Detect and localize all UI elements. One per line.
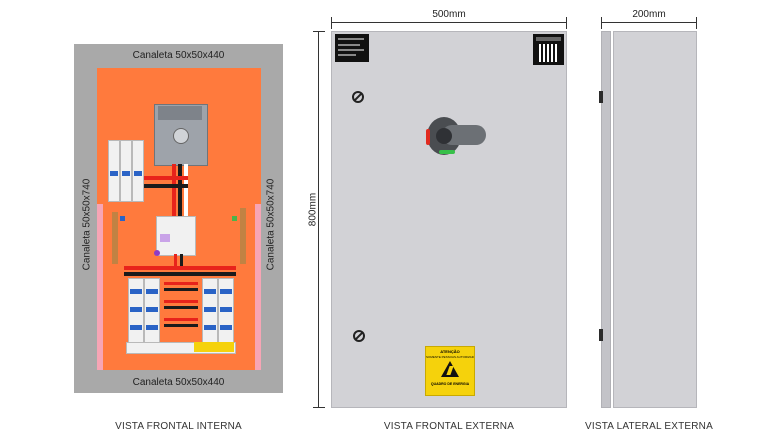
busbar-cross-black bbox=[140, 184, 188, 188]
depth-dim-tick-right bbox=[696, 17, 697, 29]
handle-green-indicator bbox=[439, 150, 455, 154]
duct-right bbox=[255, 204, 261, 370]
hinge-top bbox=[599, 91, 603, 103]
busbar-white bbox=[184, 164, 188, 216]
warning-title: ATENÇÃO bbox=[440, 349, 460, 354]
width-dim-line bbox=[331, 22, 567, 23]
warning-body: QUADRO DE ENERGIA bbox=[430, 382, 470, 386]
width-dim-tick-left bbox=[331, 17, 332, 29]
warning-subtitle: SOMENTE PESSOAS AUTORIZADAS bbox=[426, 355, 474, 359]
depth-dim-line bbox=[601, 22, 697, 23]
qr-code-sticker bbox=[533, 34, 564, 65]
main-switch-top-terminals bbox=[158, 106, 202, 120]
height-dim-line bbox=[318, 31, 319, 408]
front-view-caption: VISTA FRONTAL EXTERNA bbox=[383, 421, 515, 432]
lock-icon[interactable] bbox=[353, 330, 365, 342]
duct-right-label: Canaleta 50x50x740 bbox=[265, 178, 277, 271]
height-dim-tick-bottom bbox=[313, 407, 325, 408]
lower-breaker-rows bbox=[124, 266, 236, 354]
terminal-blue bbox=[120, 216, 125, 221]
internal-front-view: Canaleta 50x50x440 Canaleta 50x50x440 bbox=[74, 44, 283, 393]
rotary-handle-lever bbox=[442, 125, 486, 145]
terminal-purple bbox=[154, 250, 160, 256]
busbar-black bbox=[178, 164, 182, 216]
internal-view-caption: VISTA FRONTAL INTERNA bbox=[115, 421, 242, 432]
hinge-bottom bbox=[599, 329, 603, 341]
door-edge bbox=[601, 31, 611, 408]
handle-red-indicator bbox=[426, 129, 430, 145]
side-view-caption: VISTA LATERAL EXTERNA bbox=[585, 421, 713, 432]
main-switch-knob bbox=[173, 128, 189, 144]
external-front-view: ATENÇÃO SOMENTE PESSOAS AUTORIZADAS QUAD… bbox=[331, 31, 567, 408]
terminal-green bbox=[232, 216, 237, 221]
bottom-terminal-yellow bbox=[194, 342, 234, 352]
upper-breaker-group bbox=[108, 140, 144, 202]
depth-dim-tick-left bbox=[601, 17, 602, 29]
duct-bottom-label: Canaleta 50x50x440 bbox=[132, 377, 225, 388]
feeder-red bbox=[174, 254, 177, 266]
terminal-block-right bbox=[240, 208, 246, 264]
height-dim-tick-top bbox=[313, 31, 325, 32]
duct-top-label: Canaleta 50x50x440 bbox=[132, 50, 225, 61]
duct-left bbox=[97, 204, 103, 370]
rotary-handle-hub bbox=[436, 128, 452, 144]
feeder-black bbox=[180, 254, 183, 266]
height-dim-label: 800mm bbox=[307, 192, 319, 227]
busbar-red bbox=[172, 164, 176, 216]
duct-left-label: Canaleta 50x50x740 bbox=[81, 178, 93, 271]
busbar-cross-red bbox=[140, 176, 188, 180]
warning-sign: ATENÇÃO SOMENTE PESSOAS AUTORIZADAS QUAD… bbox=[425, 346, 475, 396]
terminal-block-left bbox=[112, 212, 118, 264]
width-dim-label: 500mm bbox=[432, 9, 466, 20]
nameplate bbox=[335, 34, 369, 62]
external-side-view bbox=[599, 31, 697, 408]
depth-dim-label: 200mm bbox=[632, 9, 666, 20]
width-dim-tick-right bbox=[566, 17, 567, 29]
side-panel bbox=[613, 31, 697, 408]
lock-icon[interactable] bbox=[352, 91, 364, 103]
residual-device-label bbox=[160, 234, 170, 242]
